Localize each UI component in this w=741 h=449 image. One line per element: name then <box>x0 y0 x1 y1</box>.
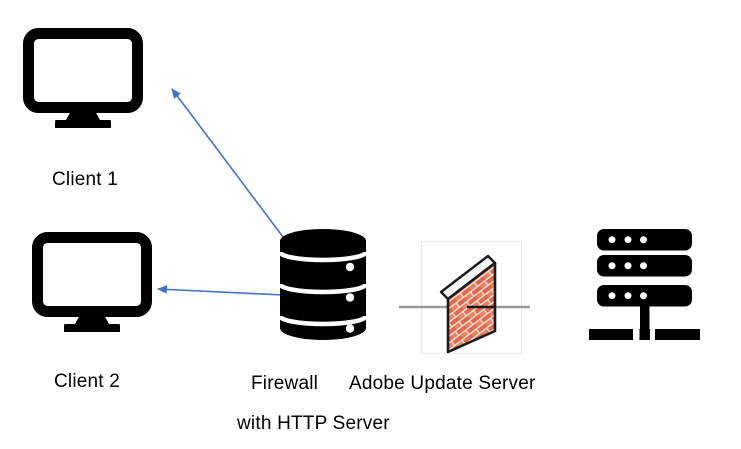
client2-label: Client 2 <box>54 371 121 392</box>
firewall-sublabel: with HTTP Server <box>237 413 390 434</box>
arrow-firewall-to-client2 <box>157 285 284 296</box>
desktop-computer-icon <box>23 28 143 128</box>
database-cylinder-icon <box>279 229 367 340</box>
server-rack-icon <box>589 229 700 340</box>
client1-label: Client 1 <box>52 169 119 190</box>
firewall-label: Firewall <box>251 373 319 394</box>
brick-firewall-icon <box>399 254 530 354</box>
desktop-computer-icon <box>32 232 152 332</box>
adobe-update-server-label: Adobe Update Server <box>349 373 536 394</box>
firewall-image-background <box>421 241 522 354</box>
arrow-firewall-to-client1 <box>171 88 284 238</box>
